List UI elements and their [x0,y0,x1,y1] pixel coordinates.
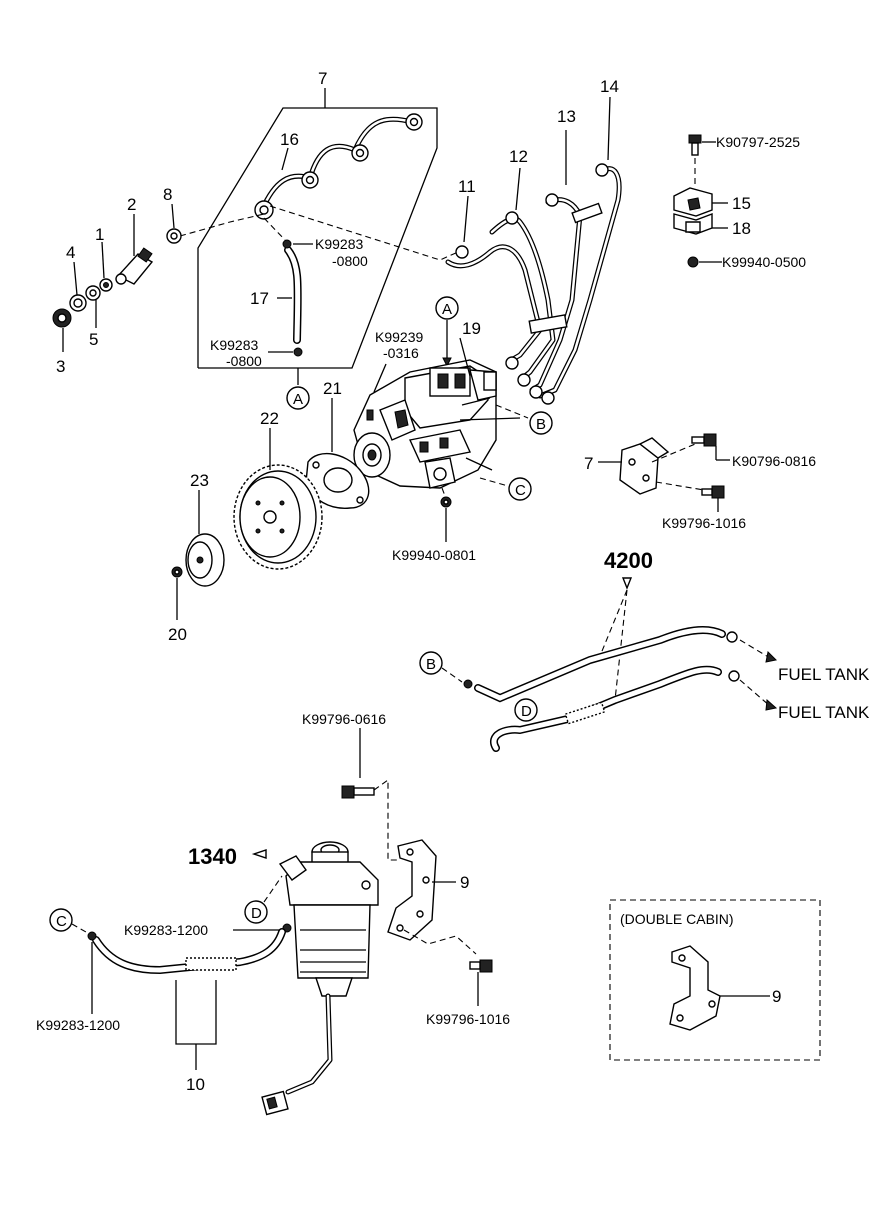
code-k99283-0800-bottom-2: -0800 [226,353,262,369]
clamp-18 [673,212,713,235]
code-k99283-0800-top-2: -0800 [332,253,368,269]
connector-a-bottom: A [286,386,310,410]
clamp-15 [673,187,713,217]
label-19: 19 [462,319,481,338]
label-8: 8 [163,185,172,204]
washer-4 [69,294,87,312]
label-22: 22 [260,409,279,428]
fuel-filter-element [293,904,371,997]
svg-text:C: C [56,913,67,930]
fuel-hose-d-line [490,665,778,752]
svg-text:A: A [442,301,452,318]
label-12: 12 [509,147,528,166]
svg-text:D: D [521,703,532,720]
nut-k99940-0801 [440,496,452,508]
injection-pipe [254,113,423,220]
label-7: 7 [318,69,327,88]
label-3: 3 [56,357,65,376]
bolt-k90797 [688,134,702,156]
svg-text:B: B [426,656,436,673]
group-ref-4200: 4200 [604,548,653,573]
svg-text:A: A [293,391,303,408]
gear-nut-20 [171,566,183,578]
code-k99283-0800-bottom-1: K99283 [210,337,258,353]
label-23: 23 [190,471,209,490]
label-20: 20 [168,625,187,644]
code-k90797-2525: K90797-2525 [716,134,800,150]
double-cabin-box [609,899,821,1061]
fuel-filter-bracket-9 [387,839,437,941]
fuel-hose-b-line [463,626,778,703]
code-k99283-1200-left: K99283-1200 [36,1017,120,1033]
label-11: 11 [458,177,476,196]
bolt-k99796-0616 [341,785,375,799]
label-2: 2 [127,195,136,214]
code-k90796-0816: K90796-0816 [732,453,816,469]
fuel-hose-10 [87,928,286,975]
nozzle-washer-8 [166,228,182,244]
fuel-tank-label-2: FUEL TANK [778,703,870,722]
leak-off-hose [263,217,303,357]
gear-hub-23 [185,533,225,587]
connector-c-filter: C [49,908,73,932]
label-7-bracket: 7 [584,454,593,473]
code-k99940-0801: K99940-0801 [392,547,476,563]
svg-text:C: C [515,482,526,499]
connector-d-filter: D [244,900,268,924]
label-16: 16 [280,130,299,149]
injection-nozzle-2 [115,247,154,285]
injection-pipe-group-frame [197,88,438,369]
label-15: 15 [732,194,751,213]
pump-gear-22 [233,464,323,570]
label-5: 5 [89,330,98,349]
code-k99796-1016-bottom: K99796-1016 [426,1011,510,1027]
code-k99796-0616: K99796-0616 [302,711,386,727]
code-k99283-0800-top-1: K99283 [315,236,363,252]
water-sensor-wire [261,993,333,1116]
washer-1 [99,278,113,292]
double-cabin-bracket-9 [669,945,721,1031]
bolt-k90796-0816 [691,433,717,447]
label-21: 21 [323,379,342,398]
seal-3 [52,308,72,328]
label-18: 18 [732,219,751,238]
code-k99283-1200-mid: K99283-1200 [124,922,208,938]
injection-pump-19 [353,359,521,489]
fuel-filter-head [278,841,379,906]
svg-text:D: D [251,905,262,922]
injection-pipes-set [445,163,622,405]
fuel-tank-label-1: FUEL TANK [778,665,870,684]
label-4: 4 [66,243,75,262]
nut-k99940-0500 [687,256,699,268]
connector-b-pump: B [529,411,553,435]
code-k99239-1: K99239 [375,329,423,345]
code-k99940-0500: K99940-0500 [722,254,806,270]
code-k99239-2: -0316 [383,345,419,361]
connector-b-hose: B [419,651,443,675]
label-13: 13 [557,107,576,126]
group-ref-1340: 1340 [188,844,237,869]
connector-d-hose: D [514,698,538,722]
connector-a-top: A [435,296,459,320]
double-cabin-label: (DOUBLE CABIN) [620,911,734,927]
svg-text:B: B [536,416,546,433]
label-17: 17 [250,289,269,308]
pump-bracket-7 [619,437,670,495]
label-9-double-cabin: 9 [772,987,781,1006]
bolt-k99796-1016-bottom [469,959,493,973]
code-k99796-1016-top: K99796-1016 [662,515,746,531]
bolt-k99796-1016-top [701,485,725,499]
label-14: 14 [600,77,619,96]
label-1: 1 [95,225,104,244]
label-9: 9 [460,873,469,892]
label-10: 10 [186,1075,205,1094]
connector-c-pump: C [508,477,532,501]
gasket-5 [85,285,101,301]
